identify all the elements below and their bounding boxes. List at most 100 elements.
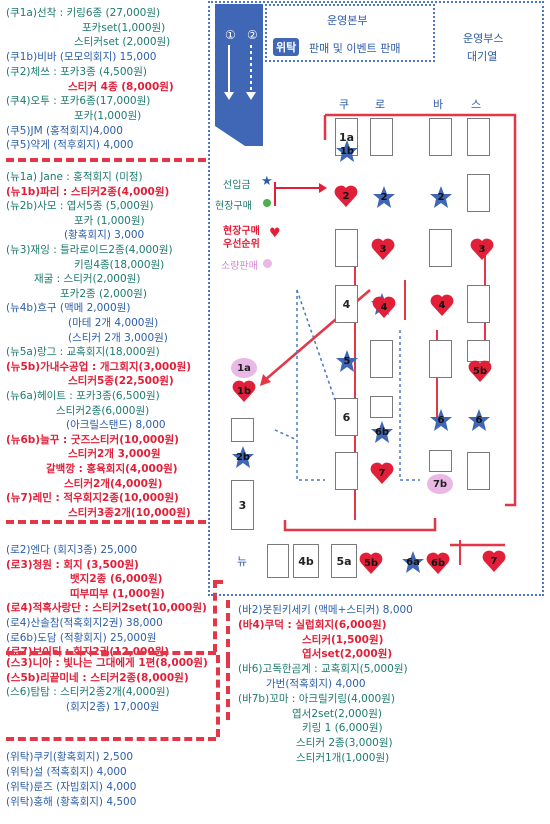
list-item: (위탁)홍해 (황혹회지) 4,500 — [6, 796, 137, 808]
booth-ku5: 5 — [335, 349, 359, 373]
divider — [216, 655, 220, 737]
list-item: (바7b)꼬마 : 아크릴키링(4,000원) — [238, 692, 395, 705]
booth-ro3: 3 — [370, 236, 396, 262]
booth-nyu2b: 2b — [231, 445, 255, 469]
list-item: 스티커3종2개(10,000원) — [68, 506, 191, 519]
list-item: 스티커2종(6,000원) — [56, 404, 150, 417]
booth-seu5a — [467, 340, 490, 362]
list-item: (쿠4)오투 : 포카6종(17,000원) — [6, 95, 151, 108]
hq-title: 운영본부 — [327, 14, 368, 27]
list-item: (황혹회지) 3,000 — [64, 229, 145, 242]
booth-ku7 — [335, 452, 358, 490]
legend-sold-out: 소량판매 — [221, 261, 258, 272]
list-item: 스티커set (2,000원) — [74, 36, 171, 49]
column-ro: 로 — [375, 98, 386, 111]
list-item: (뉴5b)가내수공업 : 개그회지(3,000원) — [6, 360, 191, 373]
divider — [6, 737, 216, 741]
list-item: (뉴2b)사모 : 엽서5종 (5,000원) — [6, 200, 154, 213]
list-item: (아크릴스탠드) 8,000 — [66, 419, 166, 432]
hq-badge: 위탁 — [273, 38, 300, 56]
booth-nyu1a: 1a — [231, 358, 257, 378]
divider — [6, 520, 206, 524]
queue-2-label: ② — [247, 28, 258, 42]
queue-arrows — [224, 45, 256, 100]
list-item: (마테 2개 4,000원) — [68, 317, 159, 329]
booth-nyu6a: 6a — [401, 550, 425, 574]
list-item: (뉴5a)랑그 : 교혹회지(18,000원) — [6, 346, 160, 359]
list-item: (바4)쿠덕 : 실럽회지(6,000원) — [238, 618, 387, 631]
queue-1-label: ① — [225, 28, 236, 42]
booth-ba7b: 7b — [427, 474, 453, 494]
list-item: (바2)못된키세키 (맥메+스티커) 8,000 — [238, 604, 413, 616]
list-item: 갈백깡 : 홍육회지(4,000원) — [46, 463, 178, 475]
booth-nyu3: 3 — [231, 480, 254, 530]
hq-label-box — [265, 4, 435, 62]
divider — [6, 158, 206, 162]
booth-ro6b: 6b — [370, 420, 394, 444]
list-item: (스티커 2개 3,000원) — [68, 331, 168, 344]
booth-ro2: 2 — [372, 185, 396, 209]
list-item: (뉴1a) Jane : 홍적회지 (미정) — [6, 171, 143, 183]
star-icon: ★ — [261, 174, 273, 189]
left-price-list: (쿠1a)선착 : 키링6종 (27,000원)포카set(1,000원)스티커… — [0, 0, 216, 824]
booth-ba5 — [429, 340, 452, 378]
legend-priority-2: 우선순위 — [223, 239, 260, 250]
booth-ba3 — [429, 229, 452, 267]
booth-ba2: 2 — [429, 185, 453, 209]
booth-nyu1b: 1b — [231, 378, 257, 404]
list-item: 스티커 2종(3,000원) — [296, 737, 393, 750]
list-item: (스3)니아 : 빛나는 그대에게 1편(8,000원) — [6, 657, 208, 669]
list-item: (뉴6b)늘꾸 : 굿즈스티커(10,000원) — [6, 433, 179, 446]
legend-first-come: 선입금 — [223, 180, 251, 191]
booth-seu4 — [467, 285, 490, 323]
list-item: (바6)고독한곰계 : 교혹회지(5,000원) — [238, 663, 408, 676]
booth-seu1 — [467, 118, 490, 156]
list-item: 키링4종(18,000원) — [74, 258, 165, 271]
list-item: 스티커1개(1,000원) — [296, 752, 390, 764]
legend-arrow — [274, 182, 327, 206]
booth-ro7: 7 — [369, 460, 395, 486]
list-item: 엽서set(2,000원) — [302, 648, 393, 661]
legend-priority-1: 현장구매 — [223, 226, 260, 237]
legend-onsite: 현장구매 — [215, 201, 252, 212]
list-item: (로4)적혹사랑단 : 스티커2set(10,000원) — [6, 602, 207, 615]
list-item: (쿠5)약게 (적후회지) 4,000 — [6, 139, 134, 152]
row-nyu: 뉴 — [237, 555, 248, 568]
column-ba: 바 — [433, 98, 444, 111]
pink-dot-icon — [263, 259, 272, 268]
booth-ba4: 4 — [429, 292, 455, 318]
list-item: (스5b)리끝미네 : 스티커2종(8,000원) — [6, 671, 189, 684]
booth-ba7a — [429, 450, 452, 472]
booth-nyu4b: 4b — [293, 544, 319, 578]
booth-nyu2a — [231, 418, 254, 442]
booth-ku1b: 1b — [335, 139, 359, 163]
list-item: (쿠1a)선착 : 키링6종 (27,000원) — [6, 7, 161, 19]
booth-ba1 — [429, 118, 452, 156]
booth-ku4: 4 — [335, 285, 358, 323]
map-outline — [208, 1, 544, 596]
hq-box — [215, 4, 263, 146]
booth-ro1 — [370, 118, 393, 156]
divider — [226, 600, 230, 660]
list-item: 스티커2개(4,000원) — [64, 477, 163, 490]
list-item: (로3)청원 : 회지 (3,500원) — [6, 558, 139, 571]
booth-ku2: 2 — [333, 183, 359, 209]
list-item: (쿠1b)비바 (모모의회지) 15,000 — [6, 51, 157, 64]
list-item: (스6)탐탐 : 스티커2종2개(4,000원) — [6, 686, 170, 699]
booth-ro4: 4 — [371, 294, 397, 320]
list-item: 스티커2개 3,000원 — [68, 448, 161, 461]
hq-corner — [215, 126, 245, 146]
booth-title-2: 대기열 — [467, 50, 498, 63]
list-item: 스티커 4종 (8,000원) — [68, 80, 174, 93]
hq-subtitle: 판매 및 이벤트 판매 — [309, 42, 401, 55]
venue-map: 운영본부 위탁 판매 및 이벤트 판매 운영부스 대기열 ① ② 쿠 로 바 스… — [205, 0, 550, 600]
list-item: (쿠2)체쓰 : 포카3종 (4,500원) — [6, 65, 147, 78]
list-item: 엽서2set(2,000원) — [292, 707, 382, 720]
list-item: (뉴7)레민 : 적우회지2종(10,000원) — [6, 492, 179, 505]
booth-seu6: 6 — [467, 408, 491, 432]
booth-title-1: 운영부스 — [463, 32, 504, 45]
list-item: (위탁)룬즈 (자빔회지) 4,000 — [6, 781, 137, 793]
list-item: (쿠5)JM (홍적회지)4,000 — [6, 124, 123, 137]
list-item: 재굴 : 스티커(2,000원) — [34, 273, 141, 286]
booth-nyu4a — [267, 544, 289, 578]
